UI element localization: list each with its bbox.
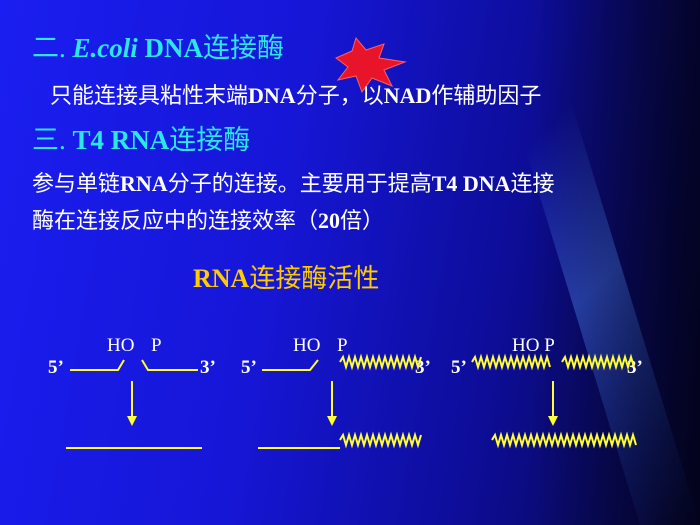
panel1-arrow-head xyxy=(127,416,137,426)
panel1-5prime: 5’ xyxy=(48,357,64,378)
panel2-product-wavy xyxy=(339,431,422,449)
enzyme-label: 连接酶 xyxy=(203,33,284,63)
line-t4-desc-2: 酶在连接反应中的连接效率（20倍） xyxy=(32,203,384,235)
line3-part-a: 酶在连接反应中的连接效率（ xyxy=(32,208,319,233)
red-burst-icon xyxy=(335,36,407,94)
line2-part-d: T4 DNA xyxy=(431,171,511,196)
panel2-left-strand xyxy=(262,359,319,371)
activity-title: RNA连接酶活性 xyxy=(193,258,379,295)
line2-part-b: RNA xyxy=(120,171,168,196)
line2-part-c: 分子的连接。主要用于提高 xyxy=(167,171,432,196)
panel2-ho-label: HO xyxy=(293,335,321,356)
t4-label: T4 xyxy=(72,125,105,155)
panel2-p-label: P xyxy=(337,335,348,356)
section-3-number: 三. xyxy=(32,125,66,155)
panel1-right-strand xyxy=(141,359,198,371)
panel3-left-wavy-strand xyxy=(471,353,551,371)
activity-title-rna: RNA xyxy=(193,264,250,293)
panel3-product-wavy xyxy=(491,431,637,449)
panel1-3prime: 3’ xyxy=(200,357,216,378)
panel3-3prime: 3’ xyxy=(627,357,643,378)
line1-part-b: DNA xyxy=(248,83,296,108)
panel1-ho-label: HO xyxy=(107,335,135,356)
panel3-ho-p-label: HO P xyxy=(512,335,555,356)
line-t4-desc-1: 参与单链RNA分子的连接。主要用于提高T4 DNA连接 xyxy=(32,166,555,198)
panel3-arrow-head xyxy=(548,416,558,426)
activity-title-text: 连接酶活性 xyxy=(249,264,380,293)
rna-label: RNA xyxy=(110,125,170,155)
line2-part-e: 连接 xyxy=(510,171,555,196)
panel1-left-strand xyxy=(70,359,125,371)
panel2-right-wavy-strand xyxy=(339,353,422,371)
line1-part-e: 作辅助因子 xyxy=(431,83,542,108)
line3-part-c: 倍） xyxy=(340,208,385,233)
section-2-number: 二. xyxy=(32,33,66,63)
ecoli-label: E.coli xyxy=(72,33,138,63)
line2-part-a: 参与单链 xyxy=(32,171,121,196)
line1-part-a: 只能连接具粘性末端 xyxy=(50,83,249,108)
line1-part-d: NAD xyxy=(383,83,432,108)
line3-part-b: 20 xyxy=(318,208,341,233)
dna-label: DNA xyxy=(144,33,204,63)
panel3-right-wavy-strand xyxy=(561,353,635,371)
line-ecoli-desc: 只能连接具粘性末端DNA分子，以NAD作辅助因子 xyxy=(50,78,541,110)
line1-part-c: 分子，以 xyxy=(295,83,384,108)
panel2-arrow-head xyxy=(327,416,337,426)
section-2-heading: 二. E.coli DNA连接酶 xyxy=(32,26,284,65)
enzyme-label-3: 连接酶 xyxy=(169,125,251,155)
panel3-5prime: 5’ xyxy=(451,357,467,378)
panel2-5prime: 5’ xyxy=(241,357,257,378)
section-3-heading: 三. T4 RNA连接酶 xyxy=(32,118,250,157)
panel1-p-label: P xyxy=(151,335,162,356)
